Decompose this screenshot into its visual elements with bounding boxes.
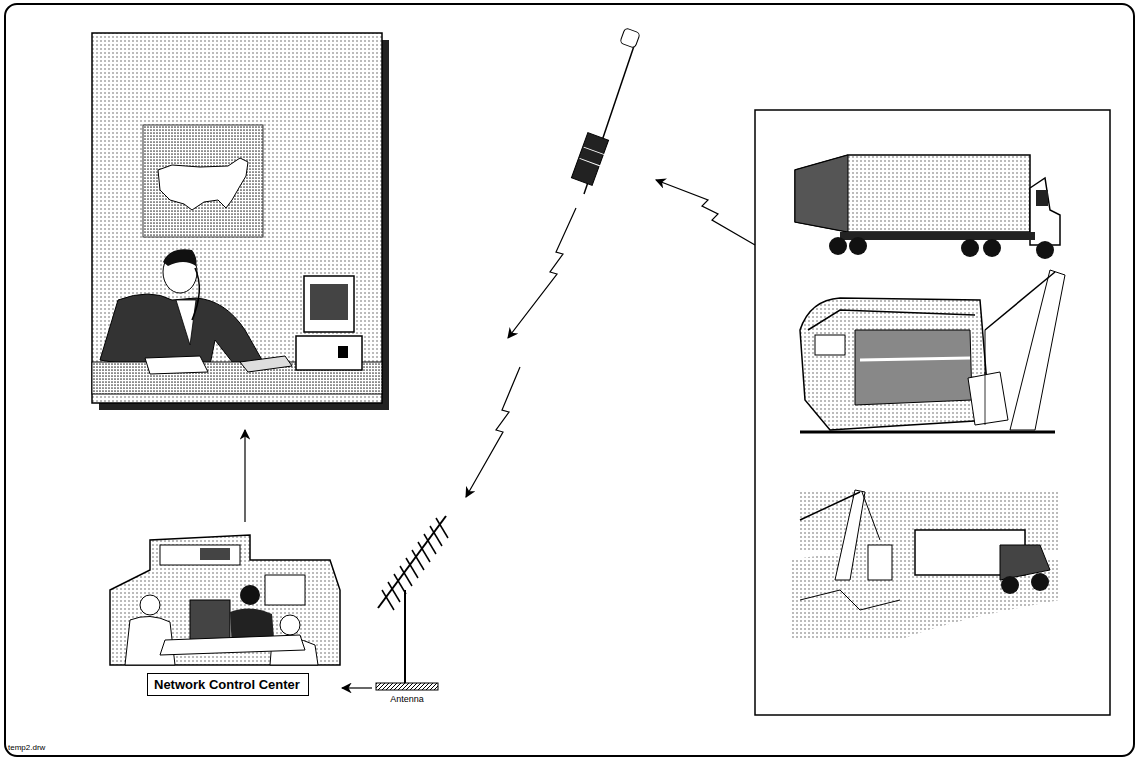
control-center-scene-part <box>110 535 340 665</box>
vehicles-panel-part <box>985 372 986 425</box>
control-center-scene-part <box>200 548 230 560</box>
control-center-scene-part <box>140 595 160 615</box>
antenna-icon-part <box>376 683 438 690</box>
vehicles-panel-part <box>800 590 900 610</box>
antenna-icon-part <box>382 518 448 610</box>
vehicles-panel-part <box>800 431 1055 434</box>
signal-arrows-part <box>508 208 576 338</box>
vehicles-panel-part <box>1036 241 1054 259</box>
control-center-scene-part <box>160 635 305 655</box>
antenna-icon-part-part <box>400 566 412 586</box>
satellite-icon <box>571 28 640 194</box>
control-center-scene-part <box>280 615 300 635</box>
box-title: Network Control Center <box>154 676 300 693</box>
antenna-icon-part-part <box>406 558 418 578</box>
vehicles-panel-part <box>815 335 845 355</box>
vehicles-panel-part <box>835 490 865 580</box>
vehicles-panel-part <box>968 372 1008 425</box>
dispatcher-scene-part <box>143 125 263 237</box>
signal-arrows-part <box>244 430 245 522</box>
vehicles-panel-part <box>795 155 848 232</box>
control-center-scene-part <box>240 585 260 605</box>
dispatcher-scene-part <box>163 249 197 266</box>
satellite-icon-part <box>584 147 605 155</box>
dispatcher-scene-part <box>338 346 348 358</box>
vehicles-panel-part <box>808 310 975 330</box>
dispatcher-scene-part <box>92 33 382 403</box>
antenna-label: Antenna <box>390 695 424 705</box>
antenna-icon-part-part <box>382 590 394 610</box>
antenna-icon-part-part <box>430 526 442 546</box>
antenna-icon-part-part <box>436 518 448 538</box>
vehicles-panel-part <box>985 272 1055 330</box>
dispatcher-scene-part <box>240 356 292 372</box>
vehicles-panel-part <box>795 155 1030 232</box>
vehicles-panel-part <box>1010 270 1065 430</box>
antenna-icon-part-part <box>388 582 400 602</box>
signal-arrows-part <box>656 180 755 245</box>
vehicles-panel-part <box>961 239 979 257</box>
control-center-scene <box>110 535 340 665</box>
signal-arrows-part <box>466 367 520 497</box>
antenna-icon-part-part <box>412 550 424 570</box>
vehicles-panel-part <box>755 110 1110 715</box>
signal-arrows <box>245 180 755 688</box>
control-center-scene-part <box>160 545 240 565</box>
dispatcher-scene-part <box>296 336 362 370</box>
vehicles-panel-part <box>855 330 972 405</box>
signal-arrows-part <box>342 687 372 688</box>
dispatcher-scene-part <box>145 356 208 374</box>
vehicles-panel-part <box>849 237 867 255</box>
dispatcher-scene <box>92 33 389 410</box>
outer-frame <box>5 4 1134 756</box>
satellite-icon-part <box>571 133 608 186</box>
dispatcher-scene-part <box>310 284 348 320</box>
dispatcher-scene-part <box>176 300 196 345</box>
dispatcher-scene-part <box>158 158 248 210</box>
control-center-scene-part <box>265 575 305 605</box>
antenna-icon-part-part <box>424 534 436 554</box>
vehicles-panel-part <box>868 545 892 580</box>
vehicles-panel-part <box>800 298 990 430</box>
control-center-scene-part <box>190 600 230 640</box>
antenna-icon-part <box>404 590 406 684</box>
satellite-icon-part <box>620 28 641 49</box>
vehicles-panel-part <box>829 237 847 255</box>
vehicles-panel-part <box>800 492 860 520</box>
vehicles-panel <box>755 110 1110 715</box>
vehicles-panel-part <box>983 239 1001 257</box>
file-name: temp2.drw <box>8 744 45 753</box>
vehicles-panel-part <box>1001 576 1019 594</box>
satellite-icon-part <box>580 158 601 166</box>
antenna-icon <box>376 516 448 690</box>
antenna-icon-part-part <box>418 542 430 562</box>
vehicles-panel-part <box>860 358 970 360</box>
label-box: Network Control Center <box>147 673 309 696</box>
vehicles-panel-part <box>985 330 986 375</box>
antenna-icon-part <box>378 516 446 608</box>
vehicles-panel-part <box>1036 190 1048 206</box>
dispatcher-scene-part <box>304 276 354 332</box>
dispatcher-scene-part <box>192 268 199 320</box>
vehicles-panel-part <box>840 232 1035 240</box>
vehicles-panel-part <box>1031 573 1049 591</box>
vehicles-panel-part <box>862 492 880 540</box>
